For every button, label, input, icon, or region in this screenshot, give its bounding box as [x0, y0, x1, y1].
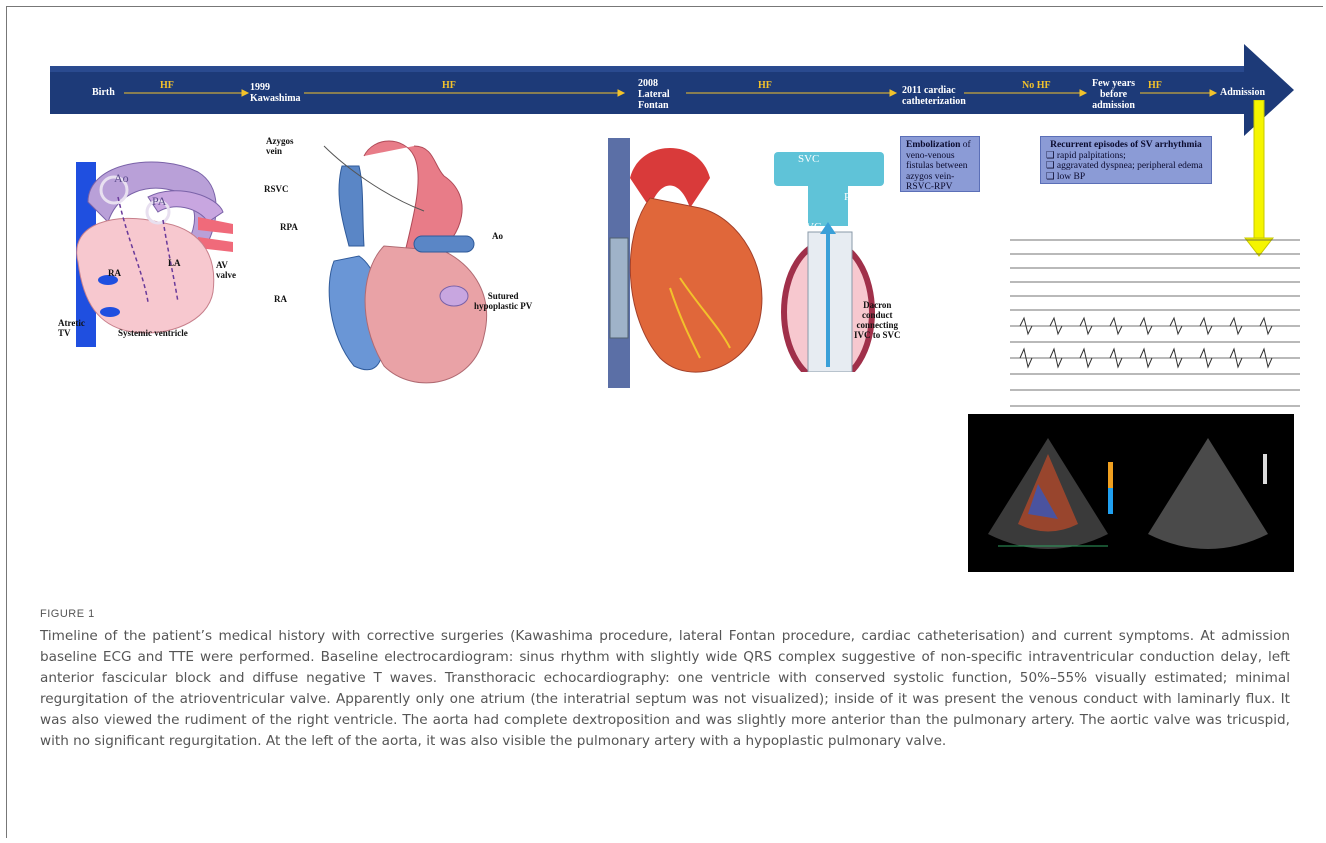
- timeline-node-2011: 2011 cardiac catheterization: [902, 85, 966, 107]
- label-ra: RA: [108, 268, 121, 278]
- timeline-node-few-years: Few years before admission: [1092, 78, 1135, 111]
- timeline-node-2008: 2008 Lateral Fontan: [638, 78, 670, 111]
- label-rpa: RPA: [280, 222, 298, 232]
- fontan-heart-diagram: [570, 138, 770, 388]
- embolization-callout: Embolization of veno-venous fistulas bet…: [900, 136, 980, 192]
- label-rsvc: RSVC: [264, 184, 289, 194]
- caption-text: Timeline of the patient’s medical histor…: [40, 626, 1290, 752]
- echo-panels: [968, 414, 1294, 572]
- label-pa-2: PA: [844, 192, 857, 202]
- arrhythmia-item: ❑ rapid palpitations;: [1046, 151, 1206, 162]
- segment-label-5: HF: [1148, 80, 1162, 91]
- label-svc-top: SVC: [798, 154, 819, 164]
- arrhythmia-title: Recurrent episodes of SV arrhythmia: [1046, 140, 1206, 151]
- label-av-valve: AV valve: [216, 260, 236, 280]
- segment-label-1: HF: [160, 80, 174, 91]
- label-pa: PA: [152, 196, 166, 206]
- arrhythmia-item: ❑ low BP: [1046, 172, 1206, 183]
- label-la: LA: [168, 258, 181, 268]
- label-atretic-tv: Atretic TV: [58, 318, 85, 338]
- label-sutured-pv: Sutured hypoplastic PV: [474, 291, 532, 311]
- label-azygos-vein: Azygos vein: [266, 136, 294, 156]
- label-dacron-conduct: Dacron conduct connecting IVC to SVC: [854, 300, 901, 340]
- timeline-node-birth: Birth: [92, 87, 115, 98]
- label-svc-inner: SVC: [800, 222, 821, 232]
- figure-label: FIGURE 1: [40, 608, 1290, 620]
- figure-panel: Birth 1999 Kawashima 2008 Lateral Fontan…: [14, 26, 1314, 586]
- segment-label-4: No HF: [1022, 80, 1051, 91]
- echocardiography-images: [968, 414, 1294, 572]
- timeline-node-1999: 1999 Kawashima: [250, 82, 301, 104]
- embolization-bold: Embolization: [906, 140, 960, 150]
- arrhythmia-callout: Recurrent episodes of SV arrhythmia ❑ ra…: [1040, 136, 1212, 184]
- timeline-node-admission: Admission: [1220, 87, 1265, 98]
- kawashima-heart-diagram: [304, 136, 504, 386]
- segment-label-2: HF: [442, 80, 456, 91]
- ecg-strip: [1010, 230, 1300, 412]
- segment-label-3: HF: [758, 80, 772, 91]
- figure-caption: FIGURE 1 Timeline of the patient’s medic…: [40, 608, 1290, 752]
- label-ao-2: Ao: [492, 231, 503, 241]
- label-ao: Ao: [114, 173, 129, 183]
- arrhythmia-item: ❑ aggravated dyspnea; peripheral edema: [1046, 161, 1206, 172]
- label-ra-2: RA: [274, 294, 287, 304]
- label-systemic-ventricle: Systemic ventricle: [118, 328, 188, 338]
